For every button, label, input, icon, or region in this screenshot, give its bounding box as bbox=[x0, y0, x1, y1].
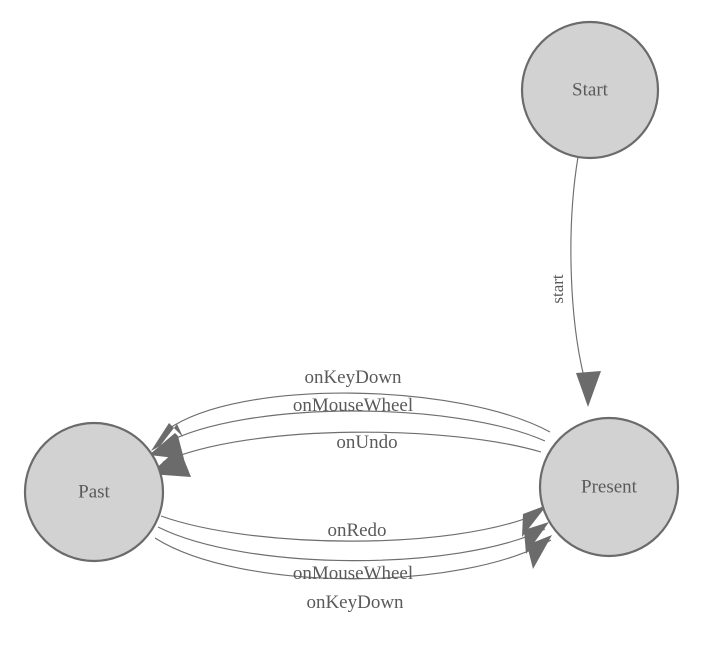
edge-past-to-present-onredo-path bbox=[160, 512, 541, 542]
edge-label-layer: start onKeyDown onMouseWheel onUndo onRe… bbox=[293, 274, 567, 613]
edge-label-present-past-onundo: onUndo bbox=[336, 432, 397, 453]
edge-present-to-past-onundo-path bbox=[162, 431, 542, 463]
edge-start-to-present-path bbox=[570, 156, 585, 378]
edge-label-past-present-onmousewheel: onMouseWheel bbox=[293, 563, 413, 584]
edge-past-to-present-onkeydown-path bbox=[154, 537, 552, 580]
node-start[interactable]: Start bbox=[520, 20, 660, 160]
edge-label-past-present-onkeydown: onKeyDown bbox=[306, 592, 404, 613]
edge-present-to-past-onkeydown-path bbox=[166, 392, 551, 433]
edge-label-present-past-onkeydown: onKeyDown bbox=[304, 367, 402, 388]
node-present-label: Present bbox=[581, 476, 638, 497]
edge-present-to-past-onkeydown[interactable] bbox=[151, 392, 551, 451]
node-present[interactable]: Present bbox=[538, 416, 680, 558]
edge-label-past-present-onredo: onRedo bbox=[327, 520, 386, 541]
node-past-circle bbox=[23, 421, 165, 563]
node-past[interactable]: Past bbox=[23, 421, 165, 563]
node-past-label: Past bbox=[78, 481, 110, 502]
edge-label-present-past-onmousewheel: onMouseWheel bbox=[293, 395, 413, 416]
edge-label-start: start bbox=[548, 274, 567, 304]
edge-layer bbox=[149, 156, 601, 580]
edge-start-to-present[interactable] bbox=[570, 156, 601, 407]
edge-past-to-present-onkeydown[interactable] bbox=[154, 535, 552, 580]
edge-past-to-present-onmousewheel-path bbox=[157, 526, 546, 562]
edge-present-to-past-onmousewheel-path bbox=[163, 410, 546, 445]
node-layer: Start Past Present bbox=[23, 20, 680, 563]
node-start-circle bbox=[520, 20, 660, 160]
edge-start-to-present-arrowhead bbox=[576, 371, 601, 407]
edge-past-to-present-onkeydown-arrowhead bbox=[527, 535, 552, 569]
node-present-circle bbox=[538, 416, 680, 558]
node-start-label: Start bbox=[572, 79, 609, 100]
edge-present-to-past-onkeydown-arrowhead bbox=[151, 423, 183, 451]
